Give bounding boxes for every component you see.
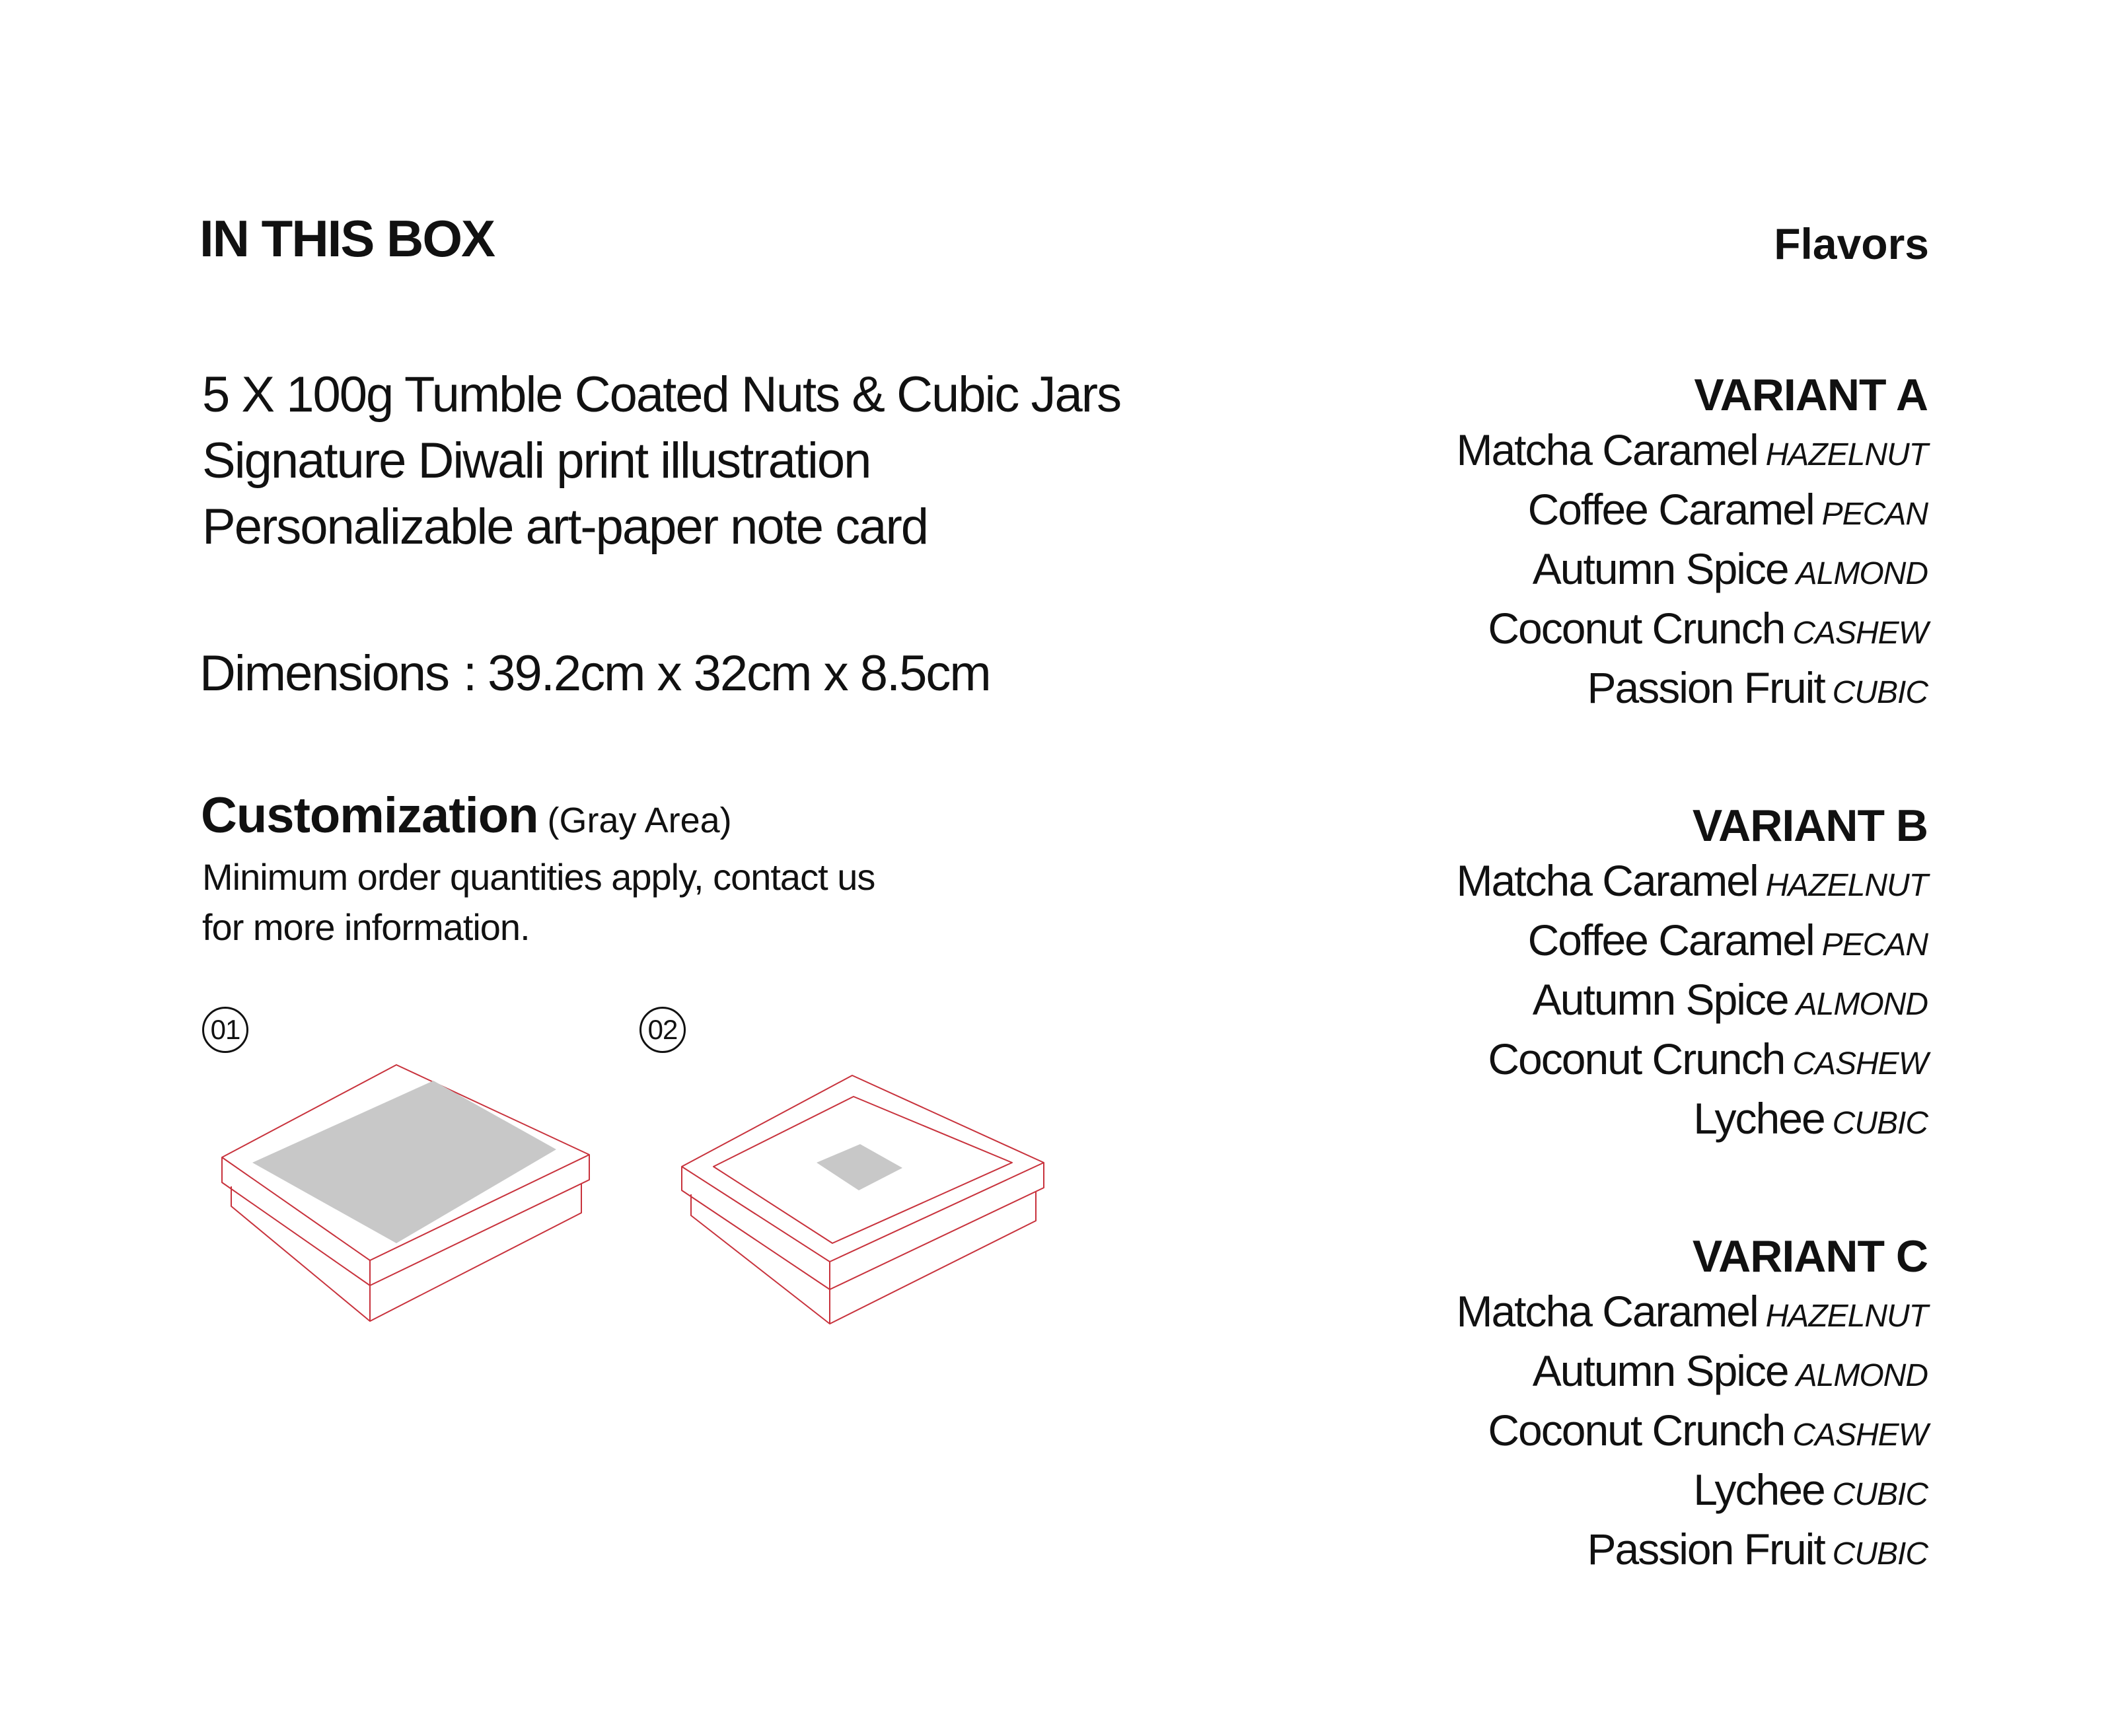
nut-type: PECAN [1821,927,1928,962]
customization-description-line: for more information. [202,906,530,948]
variant-title: VARIANT C [1692,1231,1928,1282]
flavor-name: Passion Fruit [1587,1525,1826,1573]
nut-type: CUBIC [1832,1477,1928,1512]
flavor-name: Coconut Crunch [1488,604,1786,653]
flavor-name: Coconut Crunch [1488,1406,1786,1455]
nut-type: ALMOND [1796,1358,1928,1393]
flavor-name: Autumn Spice [1532,975,1790,1024]
box-contents-list: 5 X 100g Tumble Coated Nuts & Cubic Jars… [202,362,1122,560]
flavor-name: Matcha Caramel [1456,425,1759,474]
customization-heading: Customization(Gray Area) [201,786,732,859]
flavor-name: Lychee [1693,1465,1825,1514]
box-contents-item: Personalizable art-paper note card [202,499,929,555]
nut-type: CUBIC [1832,1537,1928,1572]
nut-type: CUBIC [1832,675,1928,710]
flavor-name: Autumn Spice [1532,544,1790,593]
nut-type: CUBIC [1832,1106,1928,1141]
box-lid-gray-center-square-icon [681,1075,1044,1324]
box-lid-gray-top-icon [221,1064,590,1322]
flavor-name: Coffee Caramel [1527,916,1815,964]
dimensions-separator: : [463,645,477,702]
customization-description-line: Minimum order quantities apply, contact … [202,856,875,898]
dimensions: Dimensions:39.2cm x 32cm x 8.5cm [200,641,992,707]
option-number-badge: 02 [639,1007,686,1053]
flavor-name: Autumn Spice [1532,1346,1790,1395]
nut-type: ALMOND [1796,987,1928,1022]
flavor-name: Passion Fruit [1587,663,1826,712]
variant-title: VARIANT A [1694,370,1928,420]
section-title: IN THIS BOX [200,209,495,268]
dimensions-value: 39.2cm x 32cm x 8.5cm [488,645,991,702]
nut-type: CASHEW [1792,1418,1928,1453]
dimensions-label: Dimensions [200,645,450,702]
flavor-name: Matcha Caramel [1456,856,1759,905]
flavor-name: Coffee Caramel [1527,485,1815,534]
box-contents-item: 5 X 100g Tumble Coated Nuts & Cubic Jars [202,367,1122,423]
option-number-badge: 01 [202,1007,248,1053]
nut-type: PECAN [1821,497,1928,532]
box-contents-item: Signature Diwali print illustration [202,433,871,489]
nut-type: CASHEW [1792,616,1928,651]
nut-type: ALMOND [1796,556,1928,591]
customization-title: Customization [201,787,539,844]
nut-type: HAZELNUT [1765,437,1928,472]
flavor-name: Matcha Caramel [1456,1287,1759,1336]
customization-description: Minimum order quantities apply, contact … [202,852,875,953]
variant-title: VARIANT B [1692,801,1928,851]
flavors-title: Flavors [1774,219,1929,268]
nut-type: CASHEW [1792,1046,1928,1081]
flavor-name: Coconut Crunch [1488,1034,1786,1083]
nut-type: HAZELNUT [1765,1299,1928,1334]
nut-type: HAZELNUT [1765,868,1928,903]
flavor-name: Lychee [1693,1094,1825,1143]
customization-note: (Gray Area) [547,801,732,840]
